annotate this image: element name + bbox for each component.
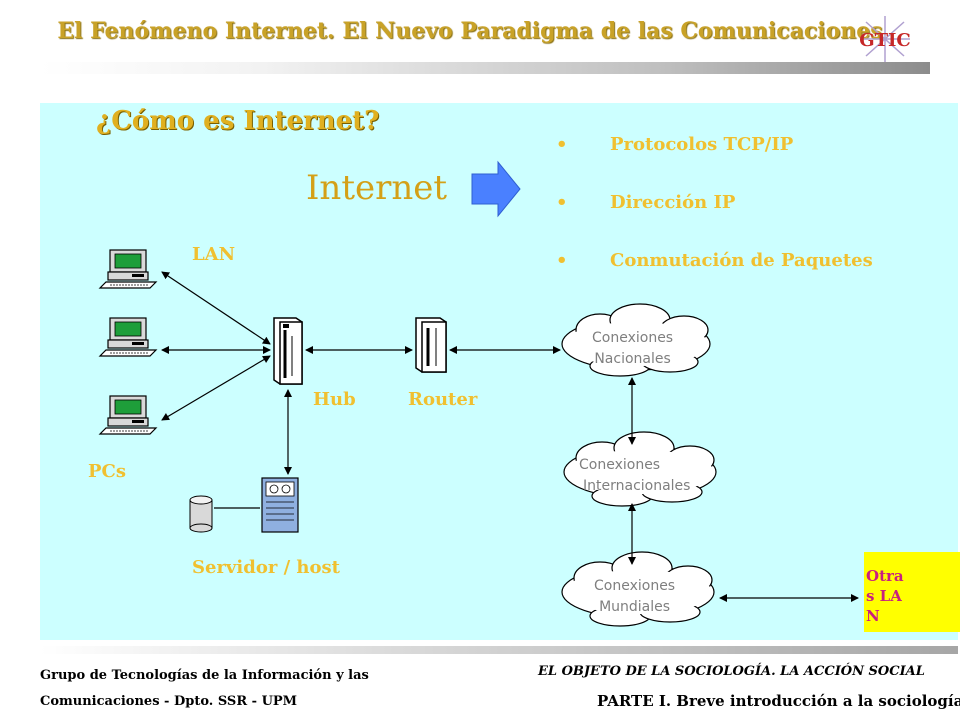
internet-heading: Internet xyxy=(306,168,448,208)
bullet-packet-switching: •Conmutación de Paquetes xyxy=(556,250,873,271)
pc-icon-1 xyxy=(99,249,157,289)
server-label: Servidor / host xyxy=(192,557,340,578)
link-pc3-hub xyxy=(161,355,271,421)
gtic-logo: GTIC xyxy=(859,16,911,62)
other-lan-label: Otras LAN xyxy=(866,567,904,625)
hub-icon xyxy=(273,317,303,385)
bullet-tcp-ip: •Protocolos TCP/IP xyxy=(556,134,794,155)
bullet-ip-address: •Dirección IP xyxy=(556,192,736,213)
storage-disk-icon xyxy=(189,495,213,533)
right-arrow-icon xyxy=(471,160,521,218)
cloud-international xyxy=(563,431,717,507)
footer-topic: EL OBJETO DE LA SOCIOLOGÍA. LA ACCIÓN SO… xyxy=(538,664,925,679)
logo-text: GTIC xyxy=(859,30,911,51)
header-divider xyxy=(40,62,930,74)
cloud-world-label: Conexiones Mundiales xyxy=(594,578,676,615)
pcs-label: PCs xyxy=(88,461,126,482)
presentation-title: El Fenómeno Internet. El Nuevo Paradigma… xyxy=(57,18,883,44)
pc-icon-2 xyxy=(99,317,157,357)
other-lan-box xyxy=(864,552,960,632)
router-icon xyxy=(415,317,447,373)
footer-divider xyxy=(40,646,958,654)
lan-label: LAN xyxy=(192,244,236,265)
footer-group-line-2: Comunicaciones - Dpto. SSR - UPM xyxy=(40,694,298,709)
link-pc1-hub xyxy=(161,271,271,345)
cloud-international-label: Conexiones Internacionales xyxy=(579,457,691,494)
hub-label: Hub xyxy=(313,389,356,410)
router-label: Router xyxy=(408,389,478,410)
footer-group-line-1: Grupo de Tecnologías de la Información y… xyxy=(40,668,369,683)
pc-icon-3 xyxy=(99,395,157,435)
server-icon xyxy=(261,477,299,533)
footer-part: PARTE I. Breve introducción a la sociolo… xyxy=(597,692,960,710)
cloud-national-label: Conexiones Nacionales xyxy=(592,330,674,367)
cloud-world xyxy=(561,551,715,627)
cloud-national xyxy=(561,303,711,377)
section-title: ¿Cómo es Internet? xyxy=(96,106,380,136)
